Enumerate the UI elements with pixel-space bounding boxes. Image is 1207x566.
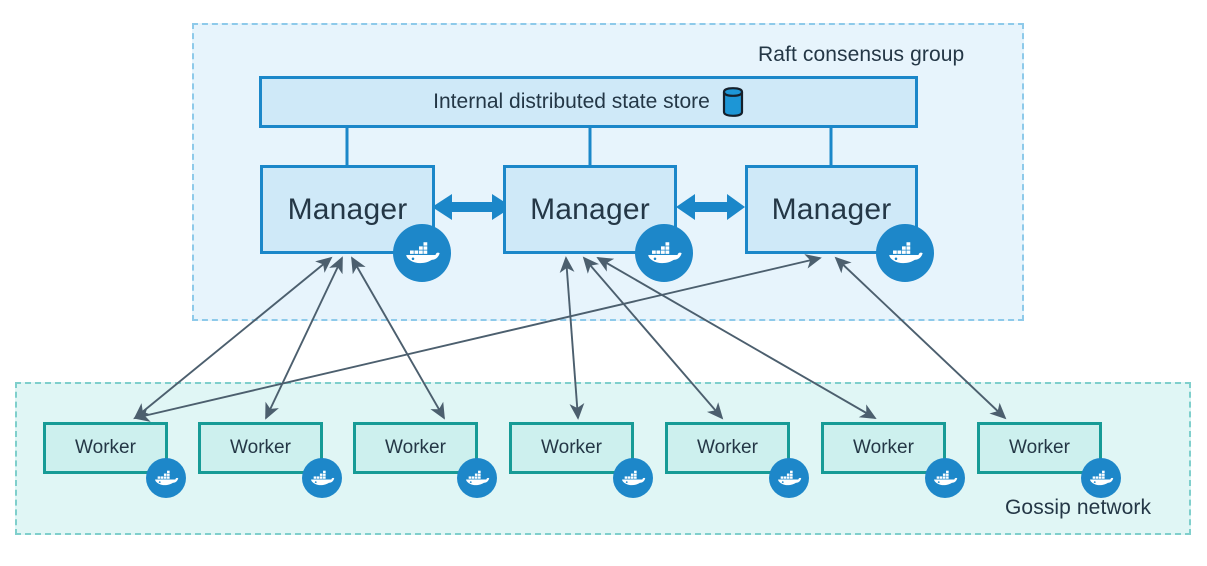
worker-node-6[interactable]: Worker — [821, 422, 946, 474]
worker-label: Worker — [385, 437, 446, 458]
raft-consensus-group-label: Raft consensus group — [758, 43, 965, 66]
docker-icon — [769, 458, 809, 498]
worker-label: Worker — [75, 437, 136, 458]
docker-icon — [393, 224, 451, 282]
worker-label: Worker — [853, 437, 914, 458]
worker-node-5[interactable]: Worker — [665, 422, 790, 474]
docker-icon — [1081, 458, 1121, 498]
worker-node-1[interactable]: Worker — [43, 422, 168, 474]
internal-state-store-box[interactable]: Internal distributed state store — [259, 76, 918, 128]
state-store-label: Internal distributed state store — [433, 90, 710, 113]
manager-label: Manager — [530, 192, 650, 226]
docker-icon — [302, 458, 342, 498]
docker-icon — [635, 224, 693, 282]
docker-icon — [925, 458, 965, 498]
worker-label: Worker — [230, 437, 291, 458]
manager-label: Manager — [771, 192, 892, 226]
docker-icon — [457, 458, 497, 498]
manager-node-3[interactable]: Manager — [745, 165, 918, 254]
docker-icon — [613, 458, 653, 498]
docker-icon — [146, 458, 186, 498]
gossip-network-group-label: Gossip network — [1005, 496, 1152, 519]
database-icon — [722, 87, 744, 117]
worker-node-7[interactable]: Worker — [977, 422, 1102, 474]
manager-label: Manager — [287, 192, 408, 226]
worker-label: Worker — [1009, 437, 1070, 458]
docker-icon — [876, 224, 934, 282]
worker-label: Worker — [541, 437, 602, 458]
worker-label: Worker — [697, 437, 758, 458]
worker-node-2[interactable]: Worker — [198, 422, 323, 474]
worker-node-3[interactable]: Worker — [353, 422, 478, 474]
worker-node-4[interactable]: Worker — [509, 422, 634, 474]
